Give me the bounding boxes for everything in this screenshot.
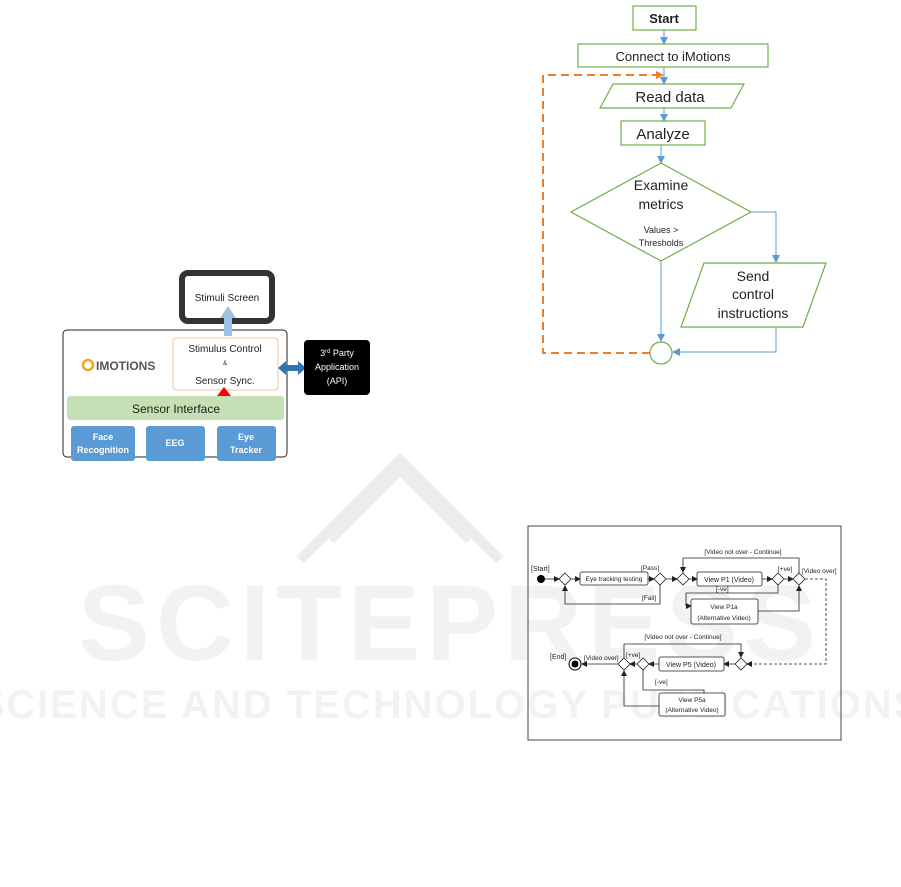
third-party-line1: 3rd Party (320, 348, 354, 358)
flow-cond-line1: Values > (644, 225, 679, 235)
sensor-face-line1: Face (93, 432, 114, 442)
act-start-node (537, 575, 545, 583)
flow-examine-line1: Examine (634, 177, 689, 193)
sensor-sync-label: Sensor Sync. (195, 376, 254, 387)
flow-merge-circle (649, 341, 673, 365)
sync-up-arrow-icon (217, 387, 231, 404)
act-p1a-line1: View P1a (710, 604, 738, 611)
flow-connect-label: Connect to iMotions (616, 49, 731, 64)
act-merge-2 (676, 572, 690, 586)
watermark-subtitle: SCIENCE AND TECHNOLOGY PUBLICATIONS (0, 683, 901, 727)
activity-frame (527, 525, 842, 741)
act-p1a-line2: (Alternative Video) (697, 615, 750, 622)
act-fail-label: [Fail] (642, 595, 656, 602)
act-view-p1a-box (690, 598, 759, 625)
act-edge-p1a-merge (758, 585, 802, 612)
sensor-eye-line1: Eye (238, 432, 254, 442)
act-not-over-2-label: [Video not over - Continue] (644, 634, 721, 641)
flow-send-line3: instructions (718, 305, 789, 321)
act-video-over-2-label: [Video over] (584, 655, 619, 662)
flow-read-box (598, 83, 746, 109)
sensor-face-line2: Recognition (77, 445, 129, 455)
sensor-eye-line2: Tracker (230, 445, 263, 455)
flow-loop-back (542, 71, 664, 354)
act-eye-test-label: Eye tracking testing (586, 576, 643, 583)
act-end-node-inner (571, 660, 579, 668)
act-merge-4 (734, 657, 748, 671)
imotions-logo-icon (81, 358, 95, 372)
sensor-eeg (146, 426, 205, 461)
sensor-interface-bar (67, 396, 284, 420)
act-neg-2-label: [-ve] (655, 679, 668, 686)
third-party-line3: (API) (327, 376, 348, 386)
activity-diagram: [Start] Eye tracking testing [Pass] [Fai… (527, 525, 842, 741)
flowchart-diagram: Start Connect to iMotions Read data Anal… (542, 5, 827, 365)
act-edge-neg-1 (685, 585, 779, 609)
act-edge-p5a-merge (621, 670, 659, 707)
act-edge-to-p5 (746, 578, 827, 667)
watermark-logo-mark (296, 452, 504, 564)
act-loop-continue-1 (680, 557, 800, 573)
third-party-box (304, 340, 370, 395)
flow-cond-line2: Thresholds (639, 238, 684, 248)
sensor-interface-label: Sensor Interface (132, 402, 220, 416)
up-arrow-icon (220, 306, 236, 336)
act-pos-2-label: [+ve] (626, 652, 640, 659)
act-p5a-line1: View P5a (678, 697, 706, 704)
act-start-label: [Start] (531, 566, 550, 573)
flow-arrow-examine-send (751, 211, 780, 263)
act-p5a-line2: (Alternative Video) (665, 707, 718, 714)
architecture-diagram: Stimuli Screen IMOTIONS Stimulus Control… (62, 270, 370, 461)
act-eye-test-box (579, 571, 649, 586)
flow-arrow-send-merge (672, 327, 777, 356)
flow-analyze-box (620, 120, 706, 146)
act-edge-fail (562, 585, 661, 605)
flow-read-label: Read data (635, 89, 705, 106)
sensor-eye-tracker (217, 426, 276, 461)
act-end-label: [End] (550, 654, 566, 661)
api-double-arrow-icon (278, 361, 306, 375)
act-not-over-1-label: [Video not over - Continue] (704, 549, 781, 556)
flow-send-line1: Send (737, 268, 770, 284)
imotions-brand: IMOTIONS (96, 359, 155, 373)
flow-send-line2: control (732, 286, 774, 302)
flow-connect-box (577, 43, 769, 68)
act-view-p5-label: View P5 (Video) (666, 662, 716, 669)
act-view-p1-label: View P1 (Video) (704, 577, 754, 584)
ampersand-label: & (223, 361, 227, 367)
act-video-over-1-label: [Video over] (802, 568, 837, 575)
stimuli-screen-label: Stimuli Screen (195, 293, 259, 304)
watermark: SCITEPRESS SCIENCE AND TECHNOLOGY PUBLIC… (0, 452, 901, 727)
sensor-eeg-label: EEG (165, 438, 184, 448)
flow-analyze-label: Analyze (636, 126, 689, 143)
flow-examine-line2: metrics (638, 196, 683, 212)
act-view-p5a-box (658, 692, 726, 717)
flow-start-label: Start (649, 11, 679, 26)
act-loop-continue-2 (623, 643, 744, 658)
sensor-face-recognition (71, 426, 135, 461)
flow-send-box (680, 262, 827, 328)
act-neg-1-label: [-ve] (716, 586, 729, 593)
act-pos-1-label: [+ve] (778, 566, 792, 573)
act-pass-label: [Pass] (641, 565, 659, 572)
stimulus-control-label: Stimulus Control (188, 344, 261, 355)
third-party-line2: Application (315, 362, 359, 372)
